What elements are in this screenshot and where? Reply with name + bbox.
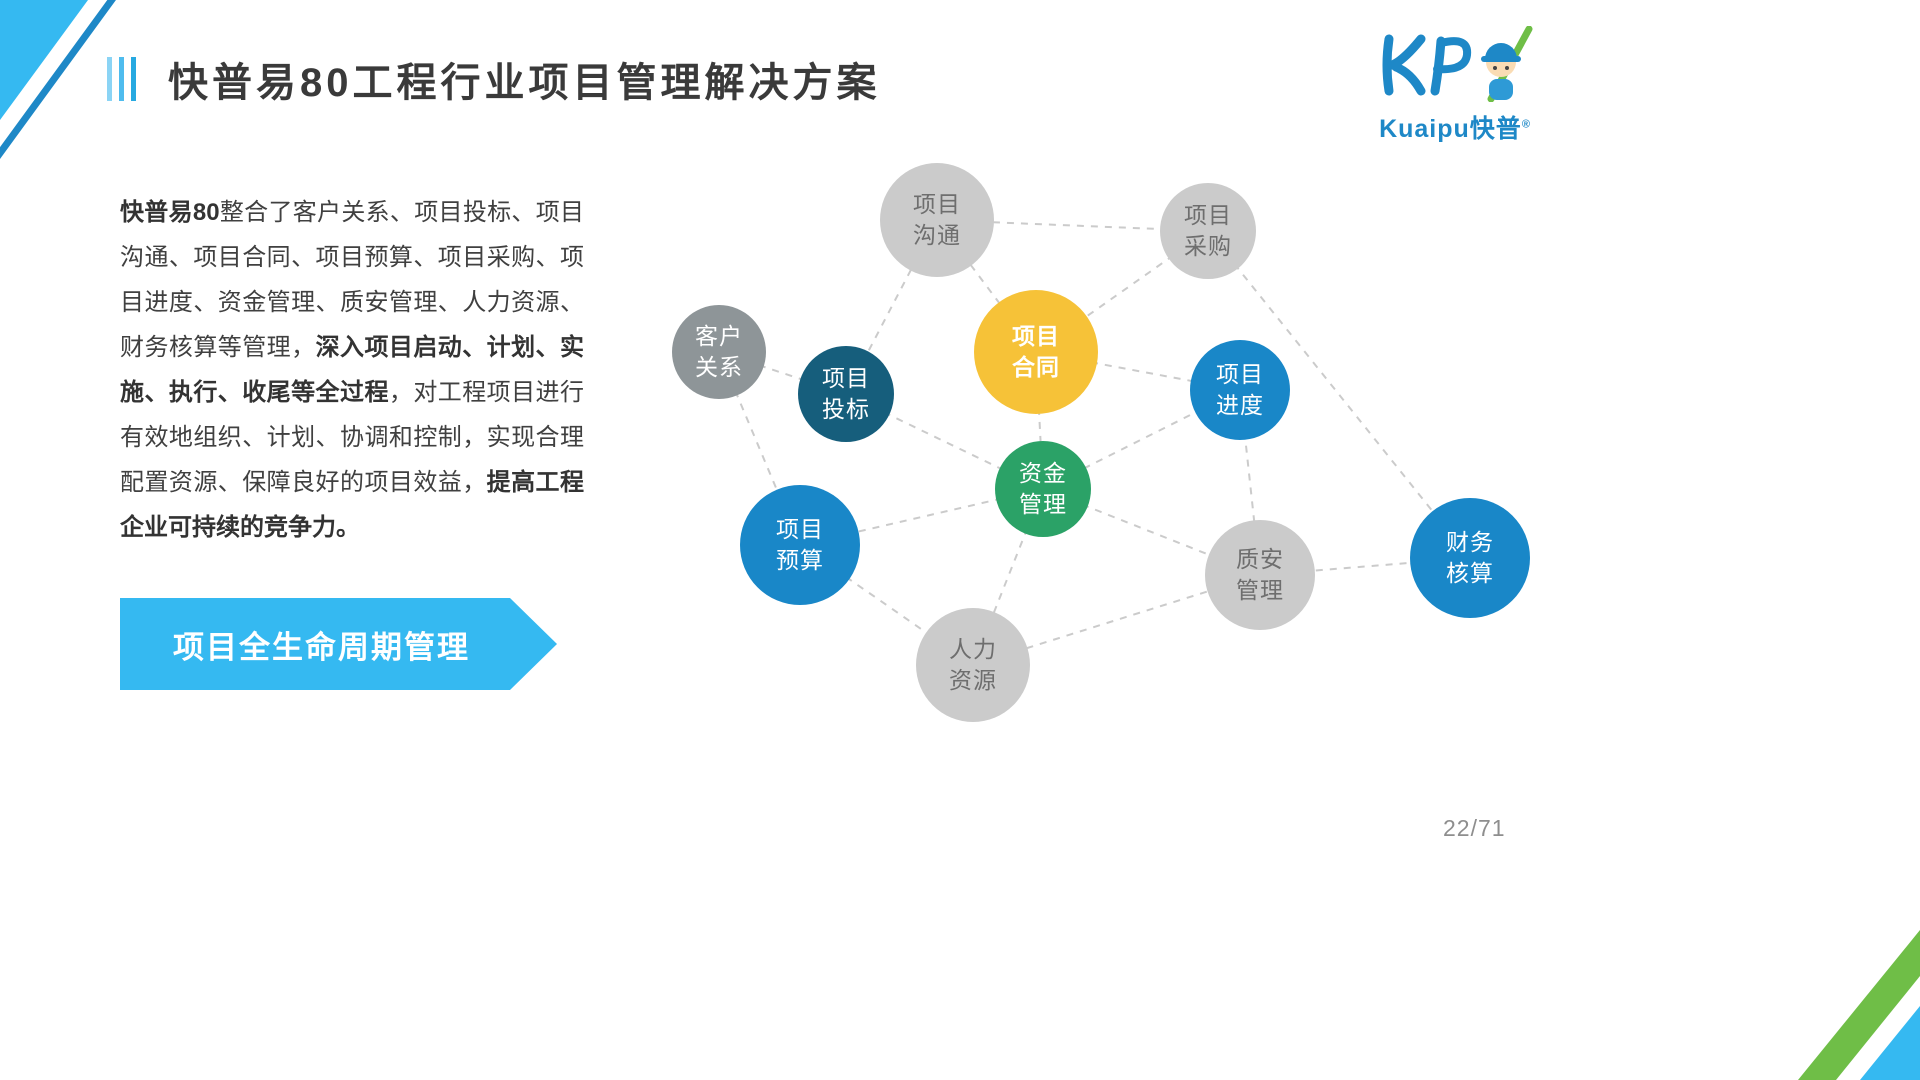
intro-segment: 提高工程企业可持续的竞争力。 [120,469,585,541]
node-label-line: 客户 [695,323,743,349]
kuaipu-logo-icon [1382,25,1533,103]
node-label-line: 项目 [1216,361,1264,387]
node-label-line: 项目 [1012,323,1060,349]
mascot-icon [1481,43,1521,100]
diagram-node-project-bidding: 项目投标 [798,346,894,442]
node-label-line: 质安 [1236,546,1284,572]
header: 快普易80工程行业项目管理解决方案 [107,50,881,108]
node-label-line: 项目 [1184,202,1232,228]
node-label-line: 沟通 [913,222,961,248]
node-label-line: 预算 [776,547,824,573]
corner-green-stripe [1798,930,1920,1080]
lifecycle-banner: 项目全生命周期管理 [120,598,557,690]
intro-paragraph: 快普易80整合了客户关系、项目投标、项目沟通、项目合同、项目预算、项目采购、项目… [120,190,584,550]
corner-decoration-top-left [0,0,116,159]
diagram-node-fund-management: 资金管理 [995,441,1091,537]
node-label-line: 管理 [1019,491,1067,517]
registered-mark: ® [1521,118,1531,131]
diagram-node-project-communication: 项目沟通 [880,163,994,277]
node-label-line: 投标 [822,396,870,422]
accent-bar [107,57,112,101]
diagram-node-financial-accounting: 财务核算 [1410,498,1530,618]
diagram-node-project-progress: 项目进度 [1190,340,1290,440]
lifecycle-banner-label: 项目全生命周期管理 [173,629,470,665]
accent-bar [119,57,124,101]
kp-monogram-icon [1382,34,1472,96]
title-accent-bars-icon [107,57,136,101]
node-label-line: 资金 [1019,460,1067,486]
diagram-node-project-procurement: 项目采购 [1160,183,1256,279]
kuaipu-logo: Kuaipu快普® [1372,25,1538,145]
node-label-line: 管理 [1236,577,1284,603]
node-label-line: 核算 [1446,560,1494,586]
node-label-line: 人力 [949,636,997,662]
corner-triangle [0,0,88,120]
corner-blue-triangle [1860,1006,1920,1080]
node-label-line: 合同 [1012,354,1060,380]
node-label-line: 资源 [949,667,997,693]
intro-segment: ，对工程项目进行有效地组织、计划、协调和控制，实现合理配置资源、保障良好的项目效… [120,379,585,496]
intro-segment: 快普易80 [120,199,220,226]
intro-segment: 整合了客户关系、项目投标、项目沟通、项目合同、项目预算、项目采购、项目进度、资金… [120,199,584,361]
slide-title: 快普易80工程行业项目管理解决方案 [168,61,881,105]
node-label-line: 项目 [776,516,824,542]
corner-stripe [0,0,116,159]
page-number: 22/71 [1443,815,1506,841]
logo-wordmark: Kuaipu快普® [1372,109,1538,145]
diagram-node-quality-safety: 质安管理 [1205,520,1315,630]
corner-decoration-bottom-right [1798,930,1920,1080]
diagram-node-project-contract: 项目合同 [974,290,1098,414]
node-label-line: 项目 [913,191,961,217]
node-label-line: 财务 [1446,529,1494,555]
intro-segment: 深入项目启动、计划、实施、执行、收尾等全过程 [120,334,585,406]
logo-latin: Kuaipu [1379,115,1470,143]
node-label-line: 采购 [1184,233,1232,259]
diagram-node-customer-relations: 客户关系 [672,305,766,399]
accent-bar [131,57,136,101]
diagram-node-human-resources: 人力资源 [916,608,1030,722]
node-label-line: 进度 [1216,392,1264,418]
node-label-line: 项目 [822,365,870,391]
node-label-line: 关系 [695,354,743,380]
logo-chinese: 快普 [1469,115,1522,143]
diagram-node-project-budget: 项目预算 [740,485,860,605]
